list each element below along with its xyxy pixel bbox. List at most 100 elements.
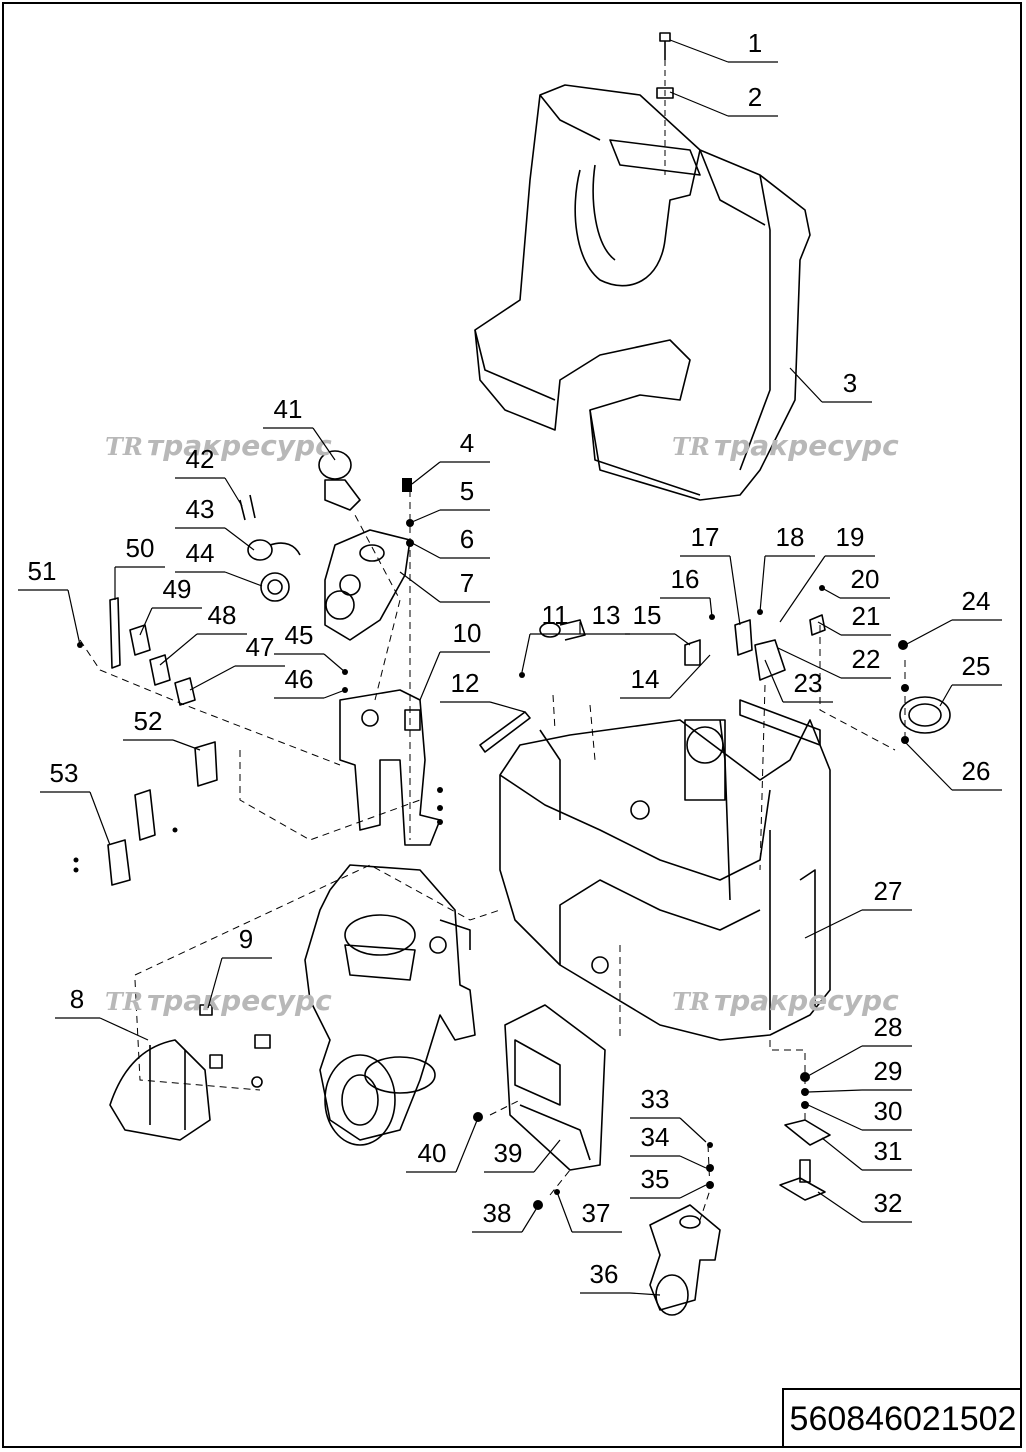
callout-leader (674, 633, 691, 646)
callout-leader (99, 1017, 149, 1041)
keys-part (239, 494, 256, 521)
switch-bracket-part (107, 597, 218, 886)
callout-28: 28 (807, 1012, 912, 1077)
callout-leader (789, 367, 823, 403)
callout-number: 13 (592, 600, 621, 630)
callout-leader (312, 427, 336, 461)
callout-23: 23 (764, 659, 833, 703)
callout-leader (821, 587, 841, 599)
callout-number: 25 (962, 651, 991, 681)
callout-leader (172, 739, 201, 751)
callout-number: 35 (641, 1164, 670, 1194)
horn-part (899, 696, 951, 734)
control-head-part (324, 529, 411, 641)
callout-number: 51 (28, 556, 57, 586)
callout-14: 14 (620, 654, 711, 699)
callout-22: 22 (777, 644, 891, 679)
callout-9: 9 (207, 924, 272, 1009)
callout-leader (419, 651, 441, 701)
callout-number: 48 (208, 600, 237, 630)
watermark-logo: TR (672, 987, 710, 1016)
callout-47: 47 (189, 632, 285, 691)
callout-49: 49 (139, 574, 202, 636)
callout-leader (556, 1191, 573, 1233)
callout-10: 10 (419, 618, 490, 701)
callout-number: 9 (239, 924, 253, 954)
callout-number: 7 (460, 568, 474, 598)
callout-29: 29 (807, 1056, 912, 1093)
callout-leader (489, 701, 526, 713)
callout-13: 13 (579, 600, 630, 635)
callout-number: 45 (285, 620, 314, 650)
callout-32: 32 (817, 1188, 912, 1223)
callout-26: 26 (904, 741, 1002, 791)
callout-number: 16 (671, 564, 700, 594)
callout-1: 1 (669, 28, 778, 63)
callout-number: 19 (836, 522, 865, 552)
callout-leader (804, 909, 863, 939)
callout-7: 7 (399, 568, 490, 603)
callout-19: 19 (779, 522, 875, 623)
horn-ring-part (260, 572, 290, 602)
controller-part (504, 1004, 606, 1171)
callout-number: 1 (748, 28, 762, 58)
main-frame-part (499, 699, 831, 1041)
callout-17: 17 (680, 522, 741, 626)
watermark-text: тракресурс (147, 984, 332, 1017)
callout-15: 15 (625, 600, 691, 646)
callout-number: 26 (962, 756, 991, 786)
callout-number: 11 (542, 600, 569, 630)
callout-number: 12 (451, 668, 480, 698)
plate-bracket-part (754, 639, 786, 681)
callout-50: 50 (114, 533, 165, 600)
callout-4: 4 (411, 428, 490, 485)
callout-number: 17 (691, 522, 720, 552)
callout-number: 3 (843, 368, 857, 398)
callout-number: 52 (134, 706, 163, 736)
watermark-text: тракресурс (714, 429, 899, 462)
callout-number: 23 (794, 668, 823, 698)
callout-6: 6 (411, 524, 490, 559)
callout-number: 21 (852, 601, 881, 631)
callout-38: 38 (472, 1198, 539, 1233)
callout-35: 35 (630, 1164, 707, 1199)
callout-16: 16 (660, 564, 713, 618)
callout-leader (399, 571, 441, 603)
callout-30: 30 (807, 1096, 912, 1131)
callout-leader (139, 607, 153, 636)
drawing-number: 560846021502 (782, 1388, 1022, 1448)
callout-leader (669, 39, 729, 63)
callout-39: 39 (484, 1138, 561, 1173)
callout-leader (817, 1191, 863, 1223)
callout-leader (89, 791, 111, 846)
callout-leader (904, 741, 953, 791)
callout-45: 45 (274, 620, 346, 673)
callout-leader (759, 555, 766, 613)
watermark-logo: TR (672, 432, 710, 461)
callout-number: 49 (163, 574, 192, 604)
callout-leader (629, 1292, 661, 1296)
callout-number: 31 (874, 1136, 903, 1166)
callout-leader (807, 1089, 863, 1093)
wheel-guard-part (109, 1039, 211, 1141)
callout-leader (189, 665, 236, 691)
adjust-plate-part (784, 1119, 831, 1146)
callout-number: 10 (453, 618, 482, 648)
callout-52: 52 (123, 706, 201, 751)
connector-part (247, 539, 301, 561)
callout-leader (729, 555, 741, 626)
callout-leader (669, 654, 711, 699)
callout-leader (669, 91, 729, 117)
callout-leader (323, 689, 346, 699)
callout-number: 50 (126, 533, 155, 563)
callout-27: 27 (804, 876, 912, 939)
callout-leader (821, 1137, 863, 1171)
callout-number: 27 (874, 876, 903, 906)
callout-leader (224, 477, 243, 507)
callout-41: 41 (263, 394, 336, 461)
callout-3: 3 (789, 367, 872, 403)
callout-leader (67, 589, 81, 646)
